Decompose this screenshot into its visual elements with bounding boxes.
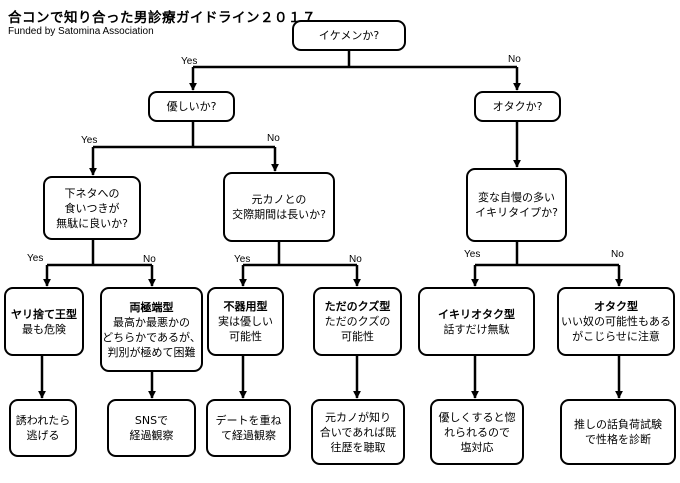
type-kuzu-heading: ただのクズ型	[324, 300, 391, 313]
action-stress-text: 推しの話負荷試験 で性格を診断	[574, 418, 662, 446]
label-kind-no: No	[267, 133, 280, 144]
node-action-sns: SNSで 経過観察	[107, 399, 196, 457]
action-flee-text: 誘われたら 逃げる	[15, 414, 71, 442]
label-jiman-yes: Yes	[464, 249, 481, 260]
type-otaku-heading: オタク型	[594, 300, 638, 313]
node-action-stress: 推しの話負荷試験 で性格を診断	[560, 399, 676, 465]
type-yari-heading: ヤリ捨て王型	[11, 307, 77, 321]
node-otaku-question: オタクか?	[474, 91, 561, 122]
type-bukiyo-heading: 不器用型	[223, 300, 268, 313]
type-ikiri-body: 話すだけ無駄	[443, 322, 510, 336]
node-ex-text: 元カノとの 交際期間は長いか?	[232, 193, 326, 221]
node-otaku-text: オタクか?	[492, 100, 543, 113]
node-type-bukiyo: 不器用型 実は優しい 可能性	[207, 287, 284, 356]
node-type-otaku: オタク型 いい奴の可能性もある がこじらせに注意	[557, 287, 675, 356]
node-shimo-text: 下ネタへの 食いつきが 無駄に良いか?	[56, 186, 128, 230]
label-shimo-no: No	[143, 254, 156, 265]
label-ex-no: No	[349, 254, 362, 265]
node-action-flee: 誘われたら 逃げる	[9, 399, 77, 457]
node-action-salt: 優しくすると惚 れられるので 塩対応	[430, 399, 524, 465]
node-root-question: イケメンか?	[292, 20, 406, 51]
action-sns-text: SNSで 経過観察	[129, 414, 174, 442]
label-kind-yes: Yes	[81, 135, 98, 146]
node-kind-text: 優しいか?	[166, 100, 217, 113]
type-kuzu-body: ただのクズの 可能性	[324, 315, 391, 343]
type-otaku-body: いい奴の可能性もある がこじらせに注意	[561, 315, 671, 343]
page-subtitle: Funded by Satomina Association	[8, 26, 154, 37]
label-root-yes: Yes	[181, 56, 198, 67]
label-ex-yes: Yes	[234, 254, 251, 265]
type-ryokyoku-body: 最高か最悪かの どちらかであるが、 判別が極めて困難	[102, 315, 201, 359]
node-shimo-question: 下ネタへの 食いつきが 無駄に良いか?	[43, 176, 141, 240]
page-title: 合コンで知り合った男診療ガイドライン２０１７	[8, 10, 316, 26]
node-jiman-question: 変な自慢の多い イキリタイプか?	[466, 168, 567, 242]
type-ryokyoku-heading: 両極端型	[129, 300, 174, 314]
node-type-yari: ヤリ捨て王型 最も危険	[4, 287, 84, 356]
type-bukiyo-body: 実は優しい 可能性	[218, 315, 273, 343]
type-yari-body: 最も危険	[22, 322, 66, 336]
node-jiman-text: 変な自慢の多い イキリタイプか?	[475, 191, 558, 219]
node-action-date: デートを重ね て経過観察	[206, 399, 291, 457]
node-type-kuzu: ただのクズ型 ただのクズの 可能性	[313, 287, 402, 356]
label-jiman-no: No	[611, 249, 624, 260]
label-shimo-yes: Yes	[27, 253, 44, 264]
node-ex-question: 元カノとの 交際期間は長いか?	[223, 172, 335, 242]
node-root-text: イケメンか?	[318, 29, 380, 42]
node-type-ikiri: イキリオタク型 話すだけ無駄	[418, 287, 535, 356]
type-ikiri-heading: イキリオタク型	[438, 307, 515, 321]
label-root-no: No	[508, 54, 521, 65]
action-salt-text: 優しくすると惚 れられるので 塩対応	[438, 410, 516, 454]
action-history-text: 元カノが知り 合いであれば既 往歴を聴取	[319, 410, 397, 454]
node-type-ryokyoku: 両極端型 最高か最悪かの どちらかであるが、 判別が極めて困難	[100, 287, 203, 372]
node-action-history: 元カノが知り 合いであれば既 往歴を聴取	[311, 399, 405, 465]
action-date-text: デートを重ね て経過観察	[215, 414, 282, 442]
node-kind-question: 優しいか?	[148, 91, 235, 122]
